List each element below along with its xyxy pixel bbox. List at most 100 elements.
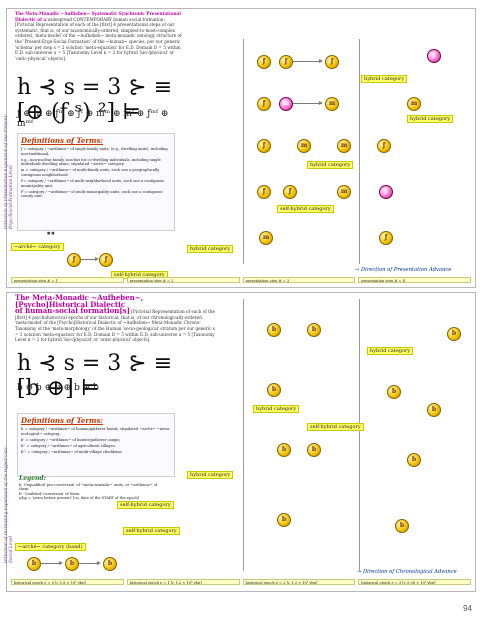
presentation-step: presentation step # = 4 — [358, 277, 471, 283]
category-orb: m — [337, 185, 351, 199]
definitions-box: Definitions of Terms: b = category / ~ar… — [17, 413, 175, 477]
hybrid-category-label: self-hybrid category — [117, 501, 174, 509]
category-orb: b — [395, 519, 409, 533]
historical-epoch: historical epoch e = 3 [c 5.58 × 10⁴ ybp… — [358, 579, 471, 585]
definition-line: e.g., non-nuclear family, non-but for co… — [21, 157, 161, 167]
category-orb: b — [307, 323, 321, 337]
intro-text: The Meta-Monadic ~Aufheben~ Systematic S… — [15, 11, 185, 61]
definition-line: f'= category / ~arithmos~ of multi-neigh… — [21, 179, 165, 188]
page-number: 94 — [463, 604, 472, 613]
category-orb: ƒ — [257, 139, 271, 153]
category-orb: b — [307, 443, 321, 457]
definition-line: m = category / ~arithmos~ of multi-famil… — [21, 168, 160, 177]
presentation-step: presentation step # = 2 — [126, 277, 240, 283]
expansion-equation: ƒ ⊕ m ⊕ ƒᵐ ⊕ ƒᶠ ⊕ mᵐ ⊕ mᶠ ⊕ ƒᵐᶠ ⊕ mᵐᶠ — [17, 109, 187, 135]
hybrid-category-label: hybrid category — [307, 161, 354, 169]
definition-line: b = category / ~arithmos~ of human/gathe… — [21, 427, 171, 436]
definition-line: ƒ = category / ~arithmos~ of single fami… — [21, 147, 168, 156]
step-divider — [359, 39, 360, 264]
category-orb: b — [427, 403, 441, 417]
definition-line: f''= category / ~arithmos~ of multi-muni… — [21, 189, 163, 199]
hybrid-category-label: hybrid category — [253, 405, 300, 413]
historical-dialectic-panel: Direction of Increasing expansion of the… — [4, 292, 476, 592]
intro-subtitle: of human-social formation[s] — [15, 306, 130, 316]
advance-direction-label: → Direction of Presentation Advance — [355, 267, 452, 273]
hybrid-category-label: hybrid category — [187, 471, 234, 479]
hybrid-category-label: hybrid category — [361, 75, 408, 83]
intro-title: The Meta-Monadic ~Aufheben~ Systematic S… — [15, 11, 181, 22]
definition-line: b' = category / ~arithmos~ of hunter/gat… — [21, 437, 121, 442]
category-orb: ƒ — [257, 185, 271, 199]
expansion-equation: b ⊕ b ⊕ b ⊕ b ⊕ b — [17, 383, 187, 409]
intro-body: widespread CONTEMPORARY human social for… — [15, 16, 182, 61]
definitions-box: Definitions of Terms: ƒ = category / ~ar… — [17, 133, 175, 231]
category-orb: ƒ — [377, 139, 391, 153]
arche-category-label: ~arché~ category (band) — [15, 543, 86, 551]
historical-epoch: historical epoch e = 2 [c 1.3 × 10⁵ ybp] — [242, 579, 356, 585]
hybrid-category-label: self-hybrid category — [277, 205, 334, 213]
presentation-step: presentation step # = 3 — [242, 277, 356, 283]
historical-epoch-bar: historical epoch e = 0 [c 1.8 × 10⁶ ybp]… — [11, 579, 471, 585]
definition-line: b''' = category / ~arithmos~ of multi-vi… — [21, 449, 123, 454]
category-orb: ƒ — [257, 97, 271, 111]
epoch-divider — [359, 299, 360, 571]
note-box: ■ ■ — [47, 231, 55, 235]
advance-arrow — [293, 59, 323, 63]
category-orb: b — [103, 557, 117, 571]
intro-text: The Meta-Monadic ~Aufheben~, [Psycho]His… — [15, 293, 216, 343]
definitions-title: Definitions of Terms: — [21, 136, 103, 145]
advance-arrow — [81, 257, 99, 261]
meta-equation-text: h ⊰ s = 3 ⊱ ≡ [⊕ (ƒ ˢ) ²] ⊨ — [17, 75, 173, 125]
category-orb: m — [325, 97, 339, 111]
category-orb: ƒ — [279, 55, 293, 69]
legend-item: y/bp = 'years before present' [ca. date … — [19, 496, 140, 500]
intro-body: [Pictorial Representation of each of the… — [15, 309, 216, 343]
category-orb: m — [407, 97, 421, 111]
category-orb: m — [337, 139, 351, 153]
meta-equation: h ⊰ s = 3 ⊱ ≡ [b ⊕] ⊨ — [17, 351, 187, 401]
category-orb: b — [65, 557, 79, 571]
legend-item: b': Qualified 'conversion' of them. — [19, 491, 81, 496]
category-orb: m — [279, 97, 293, 111]
category-orb: ƒ — [283, 185, 297, 199]
definitions-title: Definitions of Terms: — [21, 416, 103, 425]
advance-arrow — [293, 101, 323, 105]
advance-arrow — [41, 561, 63, 565]
hybrid-category-label: hybrid category — [187, 245, 234, 253]
legend-item: b: Unqualified 'pre-conversion' of ~meta… — [19, 482, 158, 492]
legend: Legend: b: Unqualified 'pre-conversion' … — [19, 475, 159, 501]
meta-equation-text: h ⊰ s = 3 ⊱ ≡ [b ⊕] ⊨ — [17, 351, 173, 401]
expansion-equation-text: b ⊕ b ⊕ b ⊕ b ⊕ b — [17, 383, 99, 393]
category-orb: ƒ — [379, 231, 393, 245]
category-orb: m — [297, 139, 311, 153]
category-orb: ƒ — [379, 185, 393, 199]
arche-category-label: ~arché~ category — [11, 243, 64, 251]
category-orb: ƒ — [427, 49, 441, 63]
presentation-dialectic-panel: Direction of Presentation Expansion of t… — [4, 8, 476, 288]
intro-title: The Meta-Monadic ~Aufheben~, [Psycho]His… — [15, 293, 144, 309]
category-orb: b — [267, 383, 281, 397]
presentation-step: presentation step # = 1 — [11, 277, 124, 283]
hybrid-category-label: self-hybrid category — [123, 527, 180, 535]
category-orb: b — [267, 323, 281, 337]
category-orb: ƒ — [67, 253, 81, 267]
historical-epoch: historical epoch e = 1 [c 1.2 × 10⁶ ybp] — [126, 579, 240, 585]
category-orb: ƒ — [325, 55, 339, 69]
category-orb: b — [277, 443, 291, 457]
legend-title: Legend: — [19, 475, 46, 482]
category-orb: b — [407, 453, 421, 467]
step-divider — [243, 39, 244, 264]
hybrid-category-label: hybrid category — [407, 115, 454, 123]
vertical-axis-label: Direction of Presentation Expansion of t… — [4, 114, 14, 229]
advance-arrow — [79, 561, 101, 565]
advance-direction-label: → Direction of Chronological Advance — [357, 569, 457, 575]
meta-equation: h ⊰ s = 3 ⊱ ≡ [⊕ (ƒ ˢ) ²] ⊨ — [17, 75, 187, 125]
expansion-equation-text: ƒ ⊕ m ⊕ ƒᵐ ⊕ ƒᶠ ⊕ mᵐ ⊕ mᶠ ⊕ ƒᵐᶠ ⊕ mᵐᶠ — [17, 109, 169, 129]
epoch-divider — [243, 299, 244, 571]
hybrid-category-label: self-hybrid category — [307, 423, 364, 431]
category-orb: ƒ — [99, 253, 113, 267]
right-arrow-icon: → — [357, 569, 363, 575]
vertical-axis-label: Direction of Increasing expansion of the… — [4, 446, 14, 563]
right-arrow-icon: → — [355, 267, 361, 273]
category-orb: b — [387, 385, 401, 399]
